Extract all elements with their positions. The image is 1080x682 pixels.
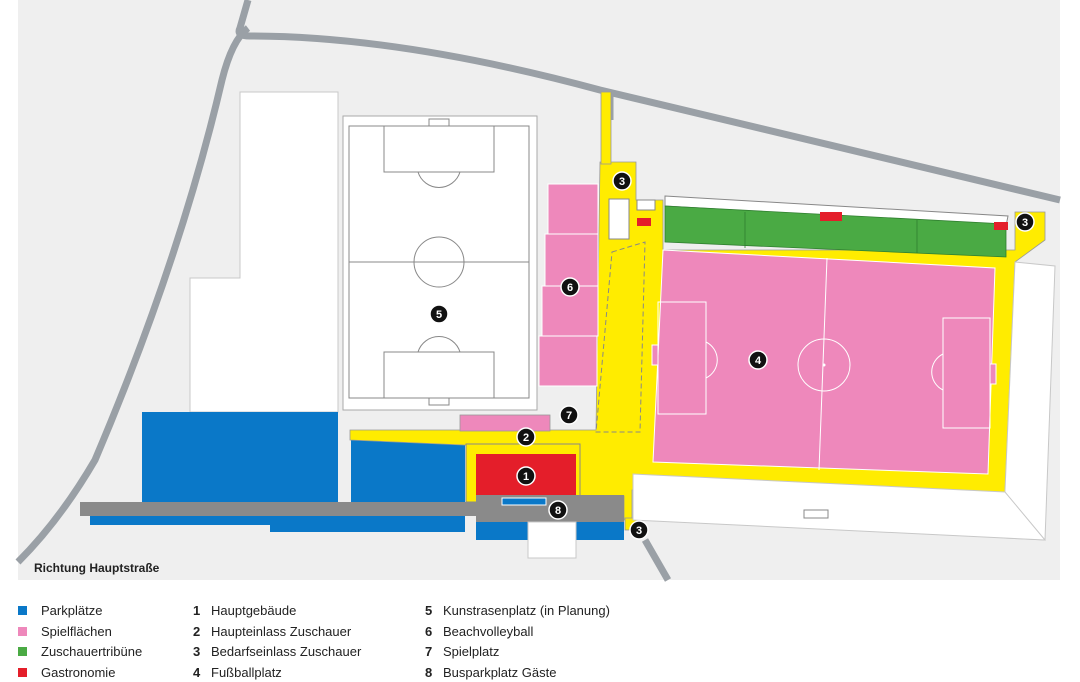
- marker-8-bus-parking: 8: [548, 500, 568, 520]
- legend-item-main-building: 1 Hauptgebäude: [193, 602, 296, 620]
- legend-label: Haupteinlass Zuschauer: [211, 624, 352, 639]
- legend-item-playground: 7 Spielplatz: [425, 643, 499, 661]
- legend-item-main-entrance: 2 Haupteinlass Zuschauer: [193, 623, 351, 641]
- legend-label: Busparkplatz Gäste: [443, 665, 557, 680]
- legend-item-parking: Parkplätze: [18, 602, 102, 620]
- parking-areas: [90, 412, 624, 540]
- legend-number: 4: [193, 665, 201, 680]
- svg-text:1: 1: [523, 471, 529, 483]
- kiosk-hut: [636, 199, 656, 211]
- legend-label: Spielflächen: [41, 624, 112, 639]
- legend-item-secondary-entrance: 3 Bedarfseinlass Zuschauer: [193, 643, 361, 661]
- legend-item-gastronomy: Gastronomie: [18, 664, 115, 682]
- legend-number: 1: [193, 603, 201, 618]
- gastronomy-kiosks: [637, 212, 1008, 230]
- legend-label: Kunstrasenplatz (in Planung): [443, 603, 610, 618]
- entrance-hut: [608, 198, 630, 240]
- bus-lane: [80, 495, 624, 522]
- svg-text:5: 5: [436, 309, 442, 321]
- parking-swatch: [18, 606, 27, 616]
- svg-text:8: 8: [555, 505, 561, 517]
- gastronomy-swatch: [18, 668, 27, 678]
- marker-2-main-entrance: 2: [516, 427, 536, 447]
- planned-area: [595, 241, 646, 433]
- legend-label: Spielplatz: [443, 644, 500, 659]
- grandstand-swatch: [18, 647, 27, 657]
- road-south: [641, 538, 672, 582]
- marker-4-football-pitch: 4: [748, 350, 768, 370]
- legend-label: Bedarfseinlass Zuschauer: [211, 644, 362, 659]
- legend-number: 7: [425, 644, 433, 659]
- legend-item-beachvolleyball: 6 Beachvolleyball: [425, 623, 533, 641]
- svg-text:6: 6: [567, 282, 573, 294]
- playground: [459, 414, 551, 432]
- legend-label: Zuschauertribüne: [41, 644, 143, 659]
- svg-text:2: 2: [523, 432, 529, 444]
- legend-label: Gastronomie: [41, 665, 116, 680]
- legend-label: Fußballplatz: [211, 665, 282, 680]
- road-west: [15, 25, 251, 565]
- svg-text:3: 3: [636, 525, 642, 537]
- legend-label: Hauptgebäude: [211, 603, 297, 618]
- legend-number: 2: [193, 624, 201, 639]
- marker-3-entrance-ne: 3: [1015, 212, 1035, 232]
- marker-1-main-building: 1: [516, 466, 536, 486]
- legend-item-artificial-pitch: 5 Kunstrasenplatz (in Planung): [425, 602, 610, 620]
- legend-number: 3: [193, 644, 201, 659]
- svg-text:7: 7: [566, 410, 572, 422]
- building-south-stand: [632, 473, 1047, 541]
- bus-parking-marker: [501, 497, 547, 506]
- marker-3-entrance-s: 3: [629, 520, 649, 540]
- legend-item-bus-parking: 8 Busparkplatz Gäste: [425, 664, 556, 682]
- legend-number: 6: [425, 624, 433, 639]
- south-stand-kiosk: [803, 509, 829, 519]
- svg-text:3: 3: [1022, 217, 1028, 229]
- marker-7-playground: 7: [559, 405, 579, 425]
- legend-item-football-pitch: 4 Fußballplatz: [193, 664, 282, 682]
- marker-6-beachvolleyball: 6: [560, 277, 580, 297]
- legend-number: 8: [425, 665, 433, 680]
- play-areas-swatch: [18, 627, 27, 637]
- marker-5-artificial-pitch: 5: [429, 304, 449, 324]
- legend-label: Beachvolleyball: [443, 624, 534, 639]
- legend-label: Parkplätze: [41, 603, 103, 618]
- legend-number: 5: [425, 603, 433, 618]
- legend-item-play-areas: Spielflächen: [18, 623, 112, 641]
- legend-item-grandstand: Zuschauertribüne: [18, 643, 142, 661]
- svg-text:4: 4: [755, 355, 762, 367]
- building-south: [527, 521, 577, 559]
- grandstand: [664, 205, 1007, 258]
- svg-text:3: 3: [619, 176, 625, 188]
- direction-label: Richtung Hauptstraße: [34, 561, 160, 575]
- artificial-pitch: [342, 115, 538, 411]
- beachvolleyball-courts: [538, 183, 599, 387]
- football-pitch: [651, 249, 997, 475]
- marker-3-entrance-nw: 3: [612, 171, 632, 191]
